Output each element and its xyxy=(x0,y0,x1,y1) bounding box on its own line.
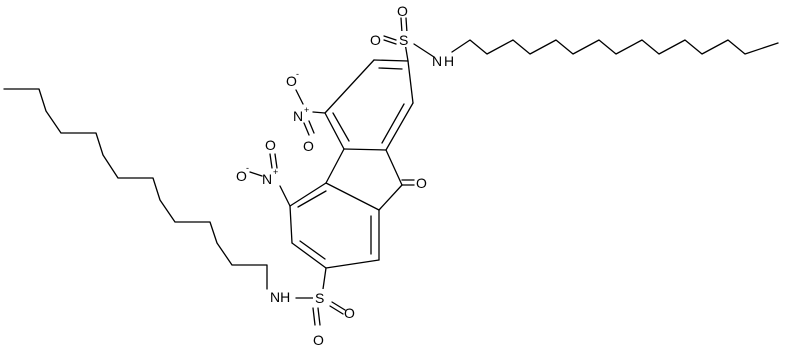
charge-plus-bot: + xyxy=(273,167,278,177)
atom-O_top_b: O xyxy=(370,32,381,48)
atom-O_nitro_bot_a: O xyxy=(265,137,276,153)
charge-minus-bot: - xyxy=(246,163,249,173)
atom-O_nitro_bot_b: O xyxy=(236,168,247,184)
atom-N_nitro_top: N xyxy=(293,108,303,124)
atom-NH_top: N xyxy=(432,53,442,69)
atom-O_bot_a: O xyxy=(344,305,355,321)
atom-NH_bot: NH xyxy=(270,289,290,305)
atom-O_nitro_top_a: O xyxy=(286,73,297,89)
atom-S_top: S xyxy=(399,32,408,48)
atom-labels: S O O N H N + O - O N + O O - O NH S O O xyxy=(236,3,454,348)
bond-lines xyxy=(3,17,779,326)
atom-H_top: H xyxy=(444,53,454,69)
charge-minus-top: - xyxy=(296,69,299,79)
atom-N_nitro_bot: N xyxy=(262,171,272,187)
atom-O_top_a: O xyxy=(397,3,408,19)
atom-S_bot: S xyxy=(315,290,324,306)
atom-O_ketone: O xyxy=(416,175,427,191)
atom-O_bot_b: O xyxy=(313,332,324,348)
charge-plus-top: + xyxy=(304,105,309,115)
atom-O_nitro_top_b: O xyxy=(303,138,314,154)
